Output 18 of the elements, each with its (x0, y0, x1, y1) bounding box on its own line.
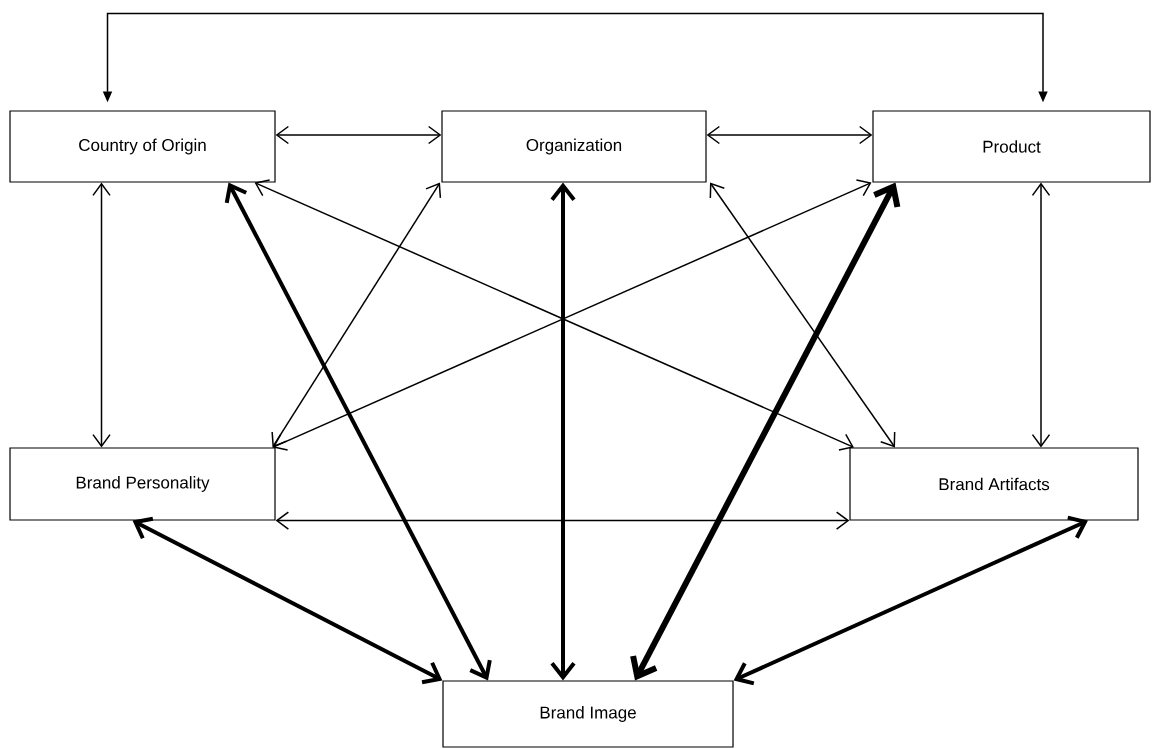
arrow (709, 182, 896, 448)
arrow (271, 182, 442, 448)
arrow (275, 511, 850, 530)
arrow (224, 182, 492, 681)
label-box: Brand Artifacts (849, 447, 1139, 521)
label-box: Brand Image (442, 680, 734, 748)
arrow (733, 515, 1088, 686)
arrow (132, 516, 443, 685)
arrow (550, 182, 576, 681)
label-box: Brand Personality (9, 447, 276, 521)
arrow (1031, 182, 1051, 448)
arrow (706, 125, 873, 145)
label-box: Organization (441, 110, 707, 183)
label-box: Product (872, 110, 1151, 183)
label-box: Country of Origin (9, 110, 276, 183)
arrow (92, 182, 111, 448)
arrow (275, 125, 442, 145)
arrow (630, 182, 901, 681)
